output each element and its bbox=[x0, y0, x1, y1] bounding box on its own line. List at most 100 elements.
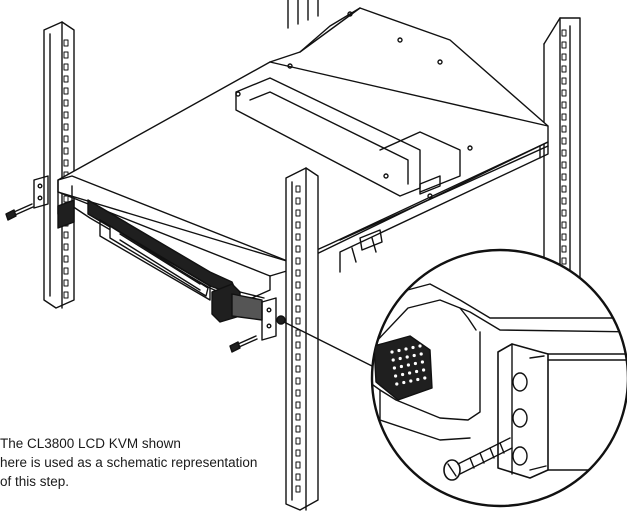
right-mounting-screw bbox=[229, 335, 258, 353]
rack-hole bbox=[561, 185, 567, 193]
left-mounting-screw bbox=[5, 203, 34, 221]
grip-dot bbox=[399, 364, 403, 369]
rack-hole bbox=[295, 365, 301, 373]
caption-line-1: The CL3800 LCD KVM shown bbox=[0, 436, 181, 451]
rack-hole bbox=[295, 353, 301, 361]
rack-hole bbox=[295, 221, 301, 229]
grip-dot bbox=[423, 376, 427, 380]
rack-hole bbox=[561, 245, 567, 253]
rear-left-rack-post bbox=[287, 0, 319, 29]
grip-dot bbox=[413, 361, 417, 366]
rack-hole bbox=[63, 63, 69, 71]
rack-hole bbox=[561, 77, 567, 85]
rack-hole bbox=[63, 255, 69, 263]
rack-hole bbox=[561, 113, 567, 121]
rack-hole bbox=[295, 209, 301, 217]
rack-hole bbox=[63, 195, 69, 203]
grip-dot bbox=[406, 363, 410, 367]
rack-hole bbox=[561, 125, 567, 133]
rack-hole bbox=[295, 341, 301, 349]
rack-hole bbox=[63, 111, 69, 119]
rack-hole bbox=[561, 173, 567, 181]
grip-dot bbox=[418, 344, 422, 348]
grip-dot bbox=[412, 353, 416, 358]
grip-dot bbox=[390, 350, 394, 354]
rack-hole bbox=[561, 257, 567, 265]
rear-right-rack-post bbox=[543, 17, 581, 301]
rack-hole bbox=[295, 257, 301, 265]
grip-dot bbox=[391, 358, 395, 362]
rack-hole bbox=[561, 29, 567, 37]
grip-dot bbox=[402, 380, 406, 385]
kvm-drawer-top bbox=[57, 7, 549, 273]
grip-dot bbox=[411, 345, 415, 350]
rack-hole bbox=[63, 267, 69, 275]
rack-hole bbox=[295, 281, 301, 289]
rack-hole bbox=[295, 233, 301, 241]
left-mounting-bracket bbox=[33, 175, 49, 209]
rack-hole bbox=[561, 233, 567, 241]
rack-hole bbox=[295, 437, 301, 445]
rack-hole bbox=[63, 87, 69, 95]
rack-hole bbox=[295, 449, 301, 457]
rack-hole bbox=[295, 269, 301, 277]
grip-dot bbox=[394, 374, 398, 378]
rack-hole bbox=[561, 65, 567, 73]
rack-hole bbox=[63, 39, 69, 47]
rack-hole bbox=[295, 425, 301, 433]
rack-hole bbox=[295, 293, 301, 301]
rack-hole bbox=[63, 231, 69, 239]
rack-hole bbox=[561, 149, 567, 157]
rack-hole bbox=[561, 101, 567, 109]
rack-hole bbox=[295, 305, 301, 313]
grip-dot bbox=[408, 371, 412, 375]
rack-hole bbox=[63, 159, 69, 167]
rack-hole bbox=[295, 197, 301, 205]
grip-dot bbox=[420, 360, 424, 364]
right-mounting-bracket bbox=[261, 297, 286, 341]
caption-line-2: here is used as a schematic representati… bbox=[0, 455, 258, 470]
rack-hole bbox=[295, 185, 301, 193]
rack-hole bbox=[295, 329, 301, 337]
rack-hole bbox=[295, 245, 301, 253]
rack-hole bbox=[63, 291, 69, 299]
grip-dot bbox=[392, 366, 396, 370]
rack-hole bbox=[63, 75, 69, 83]
rack-hole bbox=[295, 317, 301, 325]
rack-hole bbox=[295, 413, 301, 421]
magnified-detail-circle bbox=[370, 248, 627, 508]
rack-hole bbox=[295, 377, 301, 385]
rack-hole bbox=[63, 135, 69, 143]
rack-hole bbox=[63, 243, 69, 251]
front-right-rack-post bbox=[285, 167, 319, 511]
rack-hole bbox=[63, 99, 69, 107]
rack-hole bbox=[561, 53, 567, 61]
rack-hole bbox=[561, 89, 567, 97]
rack-hole bbox=[561, 137, 567, 145]
rack-hole bbox=[63, 279, 69, 287]
rack-hole bbox=[295, 401, 301, 409]
grip-dot bbox=[405, 355, 409, 359]
rack-hole bbox=[63, 147, 69, 155]
grip-dot bbox=[416, 377, 420, 382]
rack-hole bbox=[561, 221, 567, 229]
rack-hole bbox=[561, 209, 567, 217]
callout-leader-line bbox=[283, 321, 381, 371]
grip-dot bbox=[398, 356, 402, 361]
grip-dot bbox=[415, 369, 419, 374]
grip-dot bbox=[409, 379, 413, 383]
rack-hole bbox=[63, 123, 69, 131]
grip-dot bbox=[404, 347, 408, 351]
grip-dot bbox=[395, 382, 399, 386]
rack-hole bbox=[295, 389, 301, 397]
rack-hole bbox=[63, 51, 69, 59]
rack-hole bbox=[561, 197, 567, 205]
rack-hole bbox=[295, 473, 301, 481]
grip-dot bbox=[397, 348, 401, 353]
grip-dot bbox=[419, 352, 423, 356]
grip-dot bbox=[401, 372, 405, 377]
kvm-front-panel bbox=[57, 175, 291, 323]
grip-dot bbox=[422, 368, 426, 372]
step-caption: The CL3800 LCD KVM shown here is used as… bbox=[0, 434, 380, 491]
